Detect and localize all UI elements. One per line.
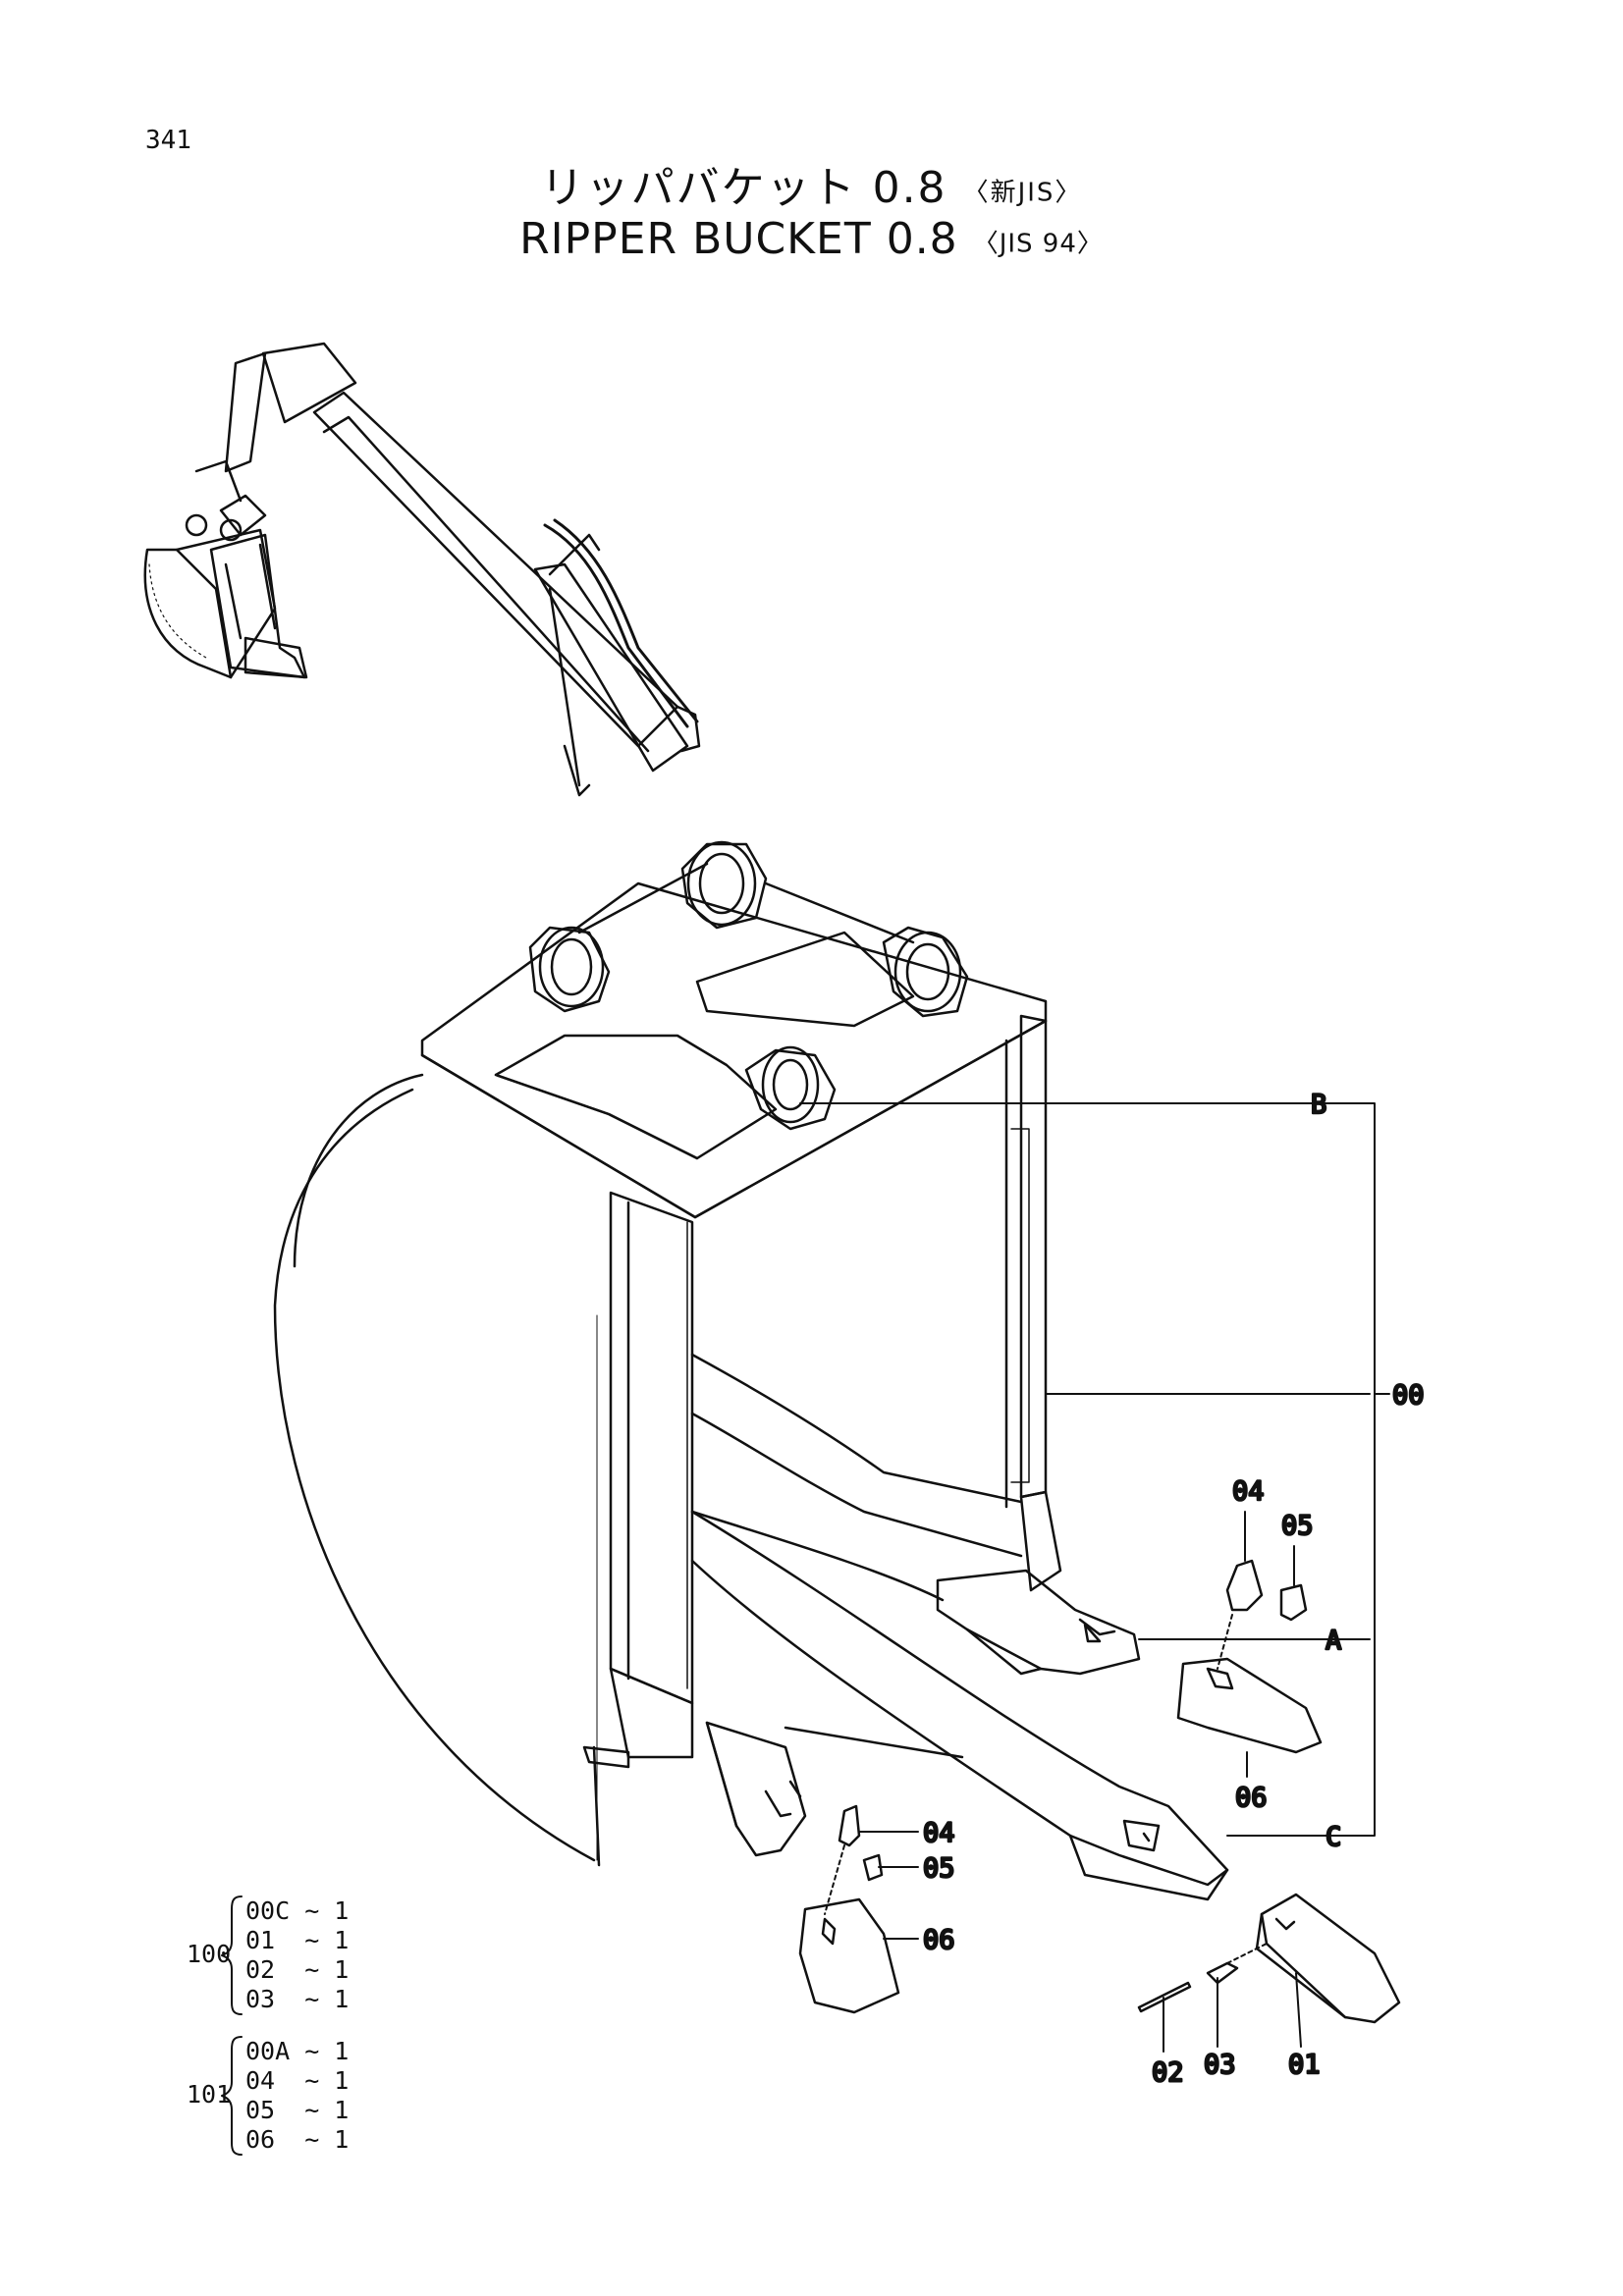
pin-02 xyxy=(1137,1981,1192,2013)
title-english: RIPPER BUCKET 0.8 〈JIS 94〉 xyxy=(0,214,1623,264)
callout-02: 02 xyxy=(1152,2057,1184,2088)
kit-101-id: 101 xyxy=(187,2080,232,2109)
kit-100-row: 00C ~ 1 xyxy=(245,1896,350,1925)
left-rubber-05 xyxy=(862,1853,884,1882)
callout-04-right: 04 xyxy=(1232,1476,1265,1507)
kit-100-row: 01 ~ 1 xyxy=(245,1926,350,1954)
title-japanese: リッパバケット 0.8 〈新JIS〉 xyxy=(0,152,1623,215)
callout-labels: B 00 A C 04 05 06 04 05 06 01 02 03 xyxy=(922,1089,1426,2090)
callout-05-right: 05 xyxy=(1281,1511,1314,1541)
title-en-tag: 〈JIS 94〉 xyxy=(972,229,1104,259)
callout-06-left: 06 xyxy=(923,1925,955,1955)
callout-01: 01 xyxy=(1288,2050,1321,2080)
kit-101-row: 04 ~ 1 xyxy=(245,2066,350,2095)
kit-101-row: 05 ~ 1 xyxy=(245,2096,350,2124)
title-en-text: RIPPER BUCKET 0.8 xyxy=(519,214,958,264)
callout-00: 00 xyxy=(1392,1380,1425,1411)
callout-03: 03 xyxy=(1204,2050,1236,2080)
callout-c: C xyxy=(1325,1822,1341,1852)
kit-101-row: 00A ~ 1 xyxy=(245,2037,350,2065)
title-jp-tag: 〈新JIS〉 xyxy=(962,178,1083,208)
callout-a: A xyxy=(1325,1626,1341,1656)
callout-05-left: 05 xyxy=(923,1853,955,1884)
page-number: 341 xyxy=(145,126,191,155)
kit-braces xyxy=(221,1896,243,2156)
left-tooth-06 xyxy=(798,1897,900,2014)
ripper-bucket-main xyxy=(273,840,1229,1901)
title-jp-text: リッパバケット 0.8 xyxy=(540,163,947,213)
right-lock-04 xyxy=(1225,1559,1264,1612)
kit-100-id: 100 xyxy=(187,1940,232,1968)
kit-100-row: 02 ~ 1 xyxy=(245,1955,350,1984)
callout-04-left: 04 xyxy=(923,1818,955,1848)
sleeve-03 xyxy=(1206,1961,1239,1985)
right-rubber-05 xyxy=(1279,1583,1308,1622)
leader-lines xyxy=(799,1102,1390,2053)
loose-parts xyxy=(798,1559,1401,2024)
kit-100-row: 03 ~ 1 xyxy=(245,1985,350,2013)
callout-b: B xyxy=(1311,1090,1326,1120)
kit-101-row: 06 ~ 1 xyxy=(245,2125,350,2154)
left-lock-04 xyxy=(838,1804,861,1847)
excavator-arm-inset xyxy=(143,342,701,797)
callout-06-right: 06 xyxy=(1235,1783,1268,1813)
right-tooth-06 xyxy=(1176,1657,1323,1754)
tooth-01 xyxy=(1255,1893,1401,2024)
